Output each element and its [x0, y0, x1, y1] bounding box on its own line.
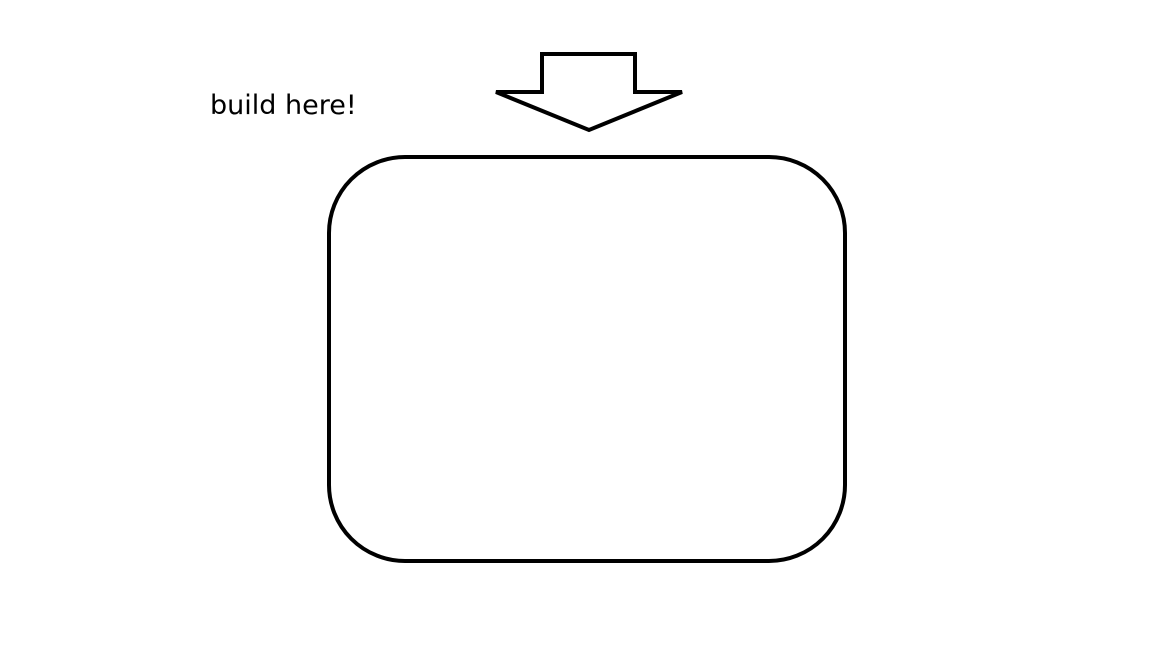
build-area-box	[327, 155, 847, 563]
build-here-label: build here!	[210, 90, 357, 121]
down-arrow-icon	[495, 52, 683, 133]
